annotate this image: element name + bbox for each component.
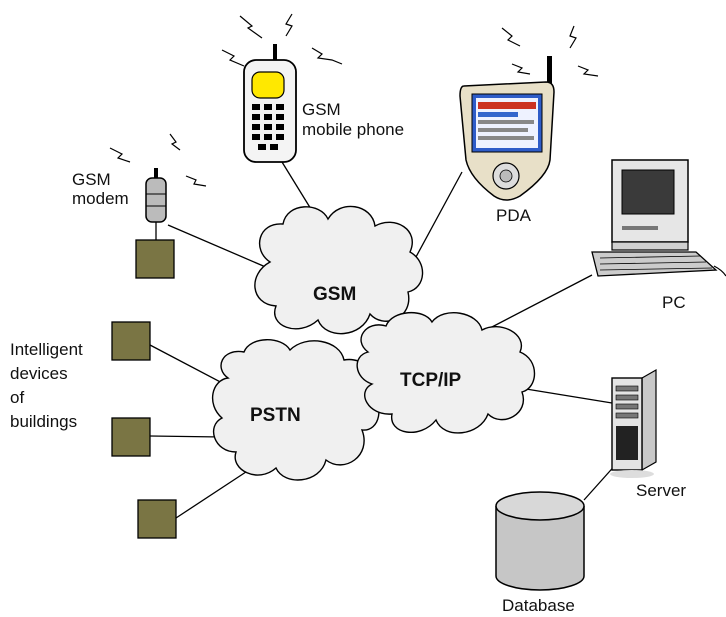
link-pc-tcpip bbox=[489, 274, 593, 329]
gsm-phone-label-line1: GSM bbox=[302, 100, 341, 119]
connection-lines bbox=[149, 161, 619, 519]
building-device-3 bbox=[137, 499, 177, 539]
building-device-2 bbox=[111, 417, 151, 457]
antenna-signal-icon bbox=[109, 13, 599, 187]
link-server-tcpip bbox=[525, 388, 613, 404]
link-pda-gsm bbox=[409, 171, 463, 269]
link-modem-gsm bbox=[167, 224, 269, 269]
intelligent-devices-line2: devices bbox=[10, 364, 68, 383]
server-icon bbox=[610, 368, 657, 478]
gsm-phone-label-line2: mobile phone bbox=[302, 120, 405, 139]
link-device3-pstn bbox=[175, 467, 253, 519]
pda-label: PDA bbox=[496, 206, 531, 225]
cloud-gsm bbox=[254, 205, 424, 335]
modem-device-box bbox=[135, 239, 175, 279]
building-devices bbox=[111, 321, 177, 539]
cloud-pstn-label: PSTN bbox=[250, 405, 301, 426]
intelligent-devices-line4: buildings bbox=[10, 412, 78, 431]
link-device1-pstn bbox=[149, 344, 229, 387]
cloud-pstn bbox=[211, 339, 380, 481]
pc-icon bbox=[591, 159, 726, 277]
cloud-gsm-label: GSM bbox=[313, 284, 357, 305]
database-icon bbox=[495, 491, 585, 591]
intelligent-devices-line3: of bbox=[10, 388, 25, 407]
link-device2-pstn bbox=[149, 435, 223, 438]
building-device-1 bbox=[111, 321, 151, 361]
gsm-modem-label-line1: GSM bbox=[72, 170, 111, 189]
server-label: Server bbox=[636, 481, 687, 500]
gsm-modem-icon bbox=[135, 168, 175, 279]
cloud-tcpip-label: TCP/IP bbox=[400, 370, 462, 391]
pc-label: PC bbox=[662, 293, 686, 312]
mobile-phone-icon bbox=[243, 44, 297, 163]
database-label: Database bbox=[502, 596, 575, 615]
intelligent-devices-line1: Intelligent bbox=[10, 340, 83, 359]
gsm-modem-label-line2: modem bbox=[72, 189, 129, 208]
pda-icon bbox=[459, 56, 555, 201]
cloud-tcpip bbox=[356, 311, 536, 434]
